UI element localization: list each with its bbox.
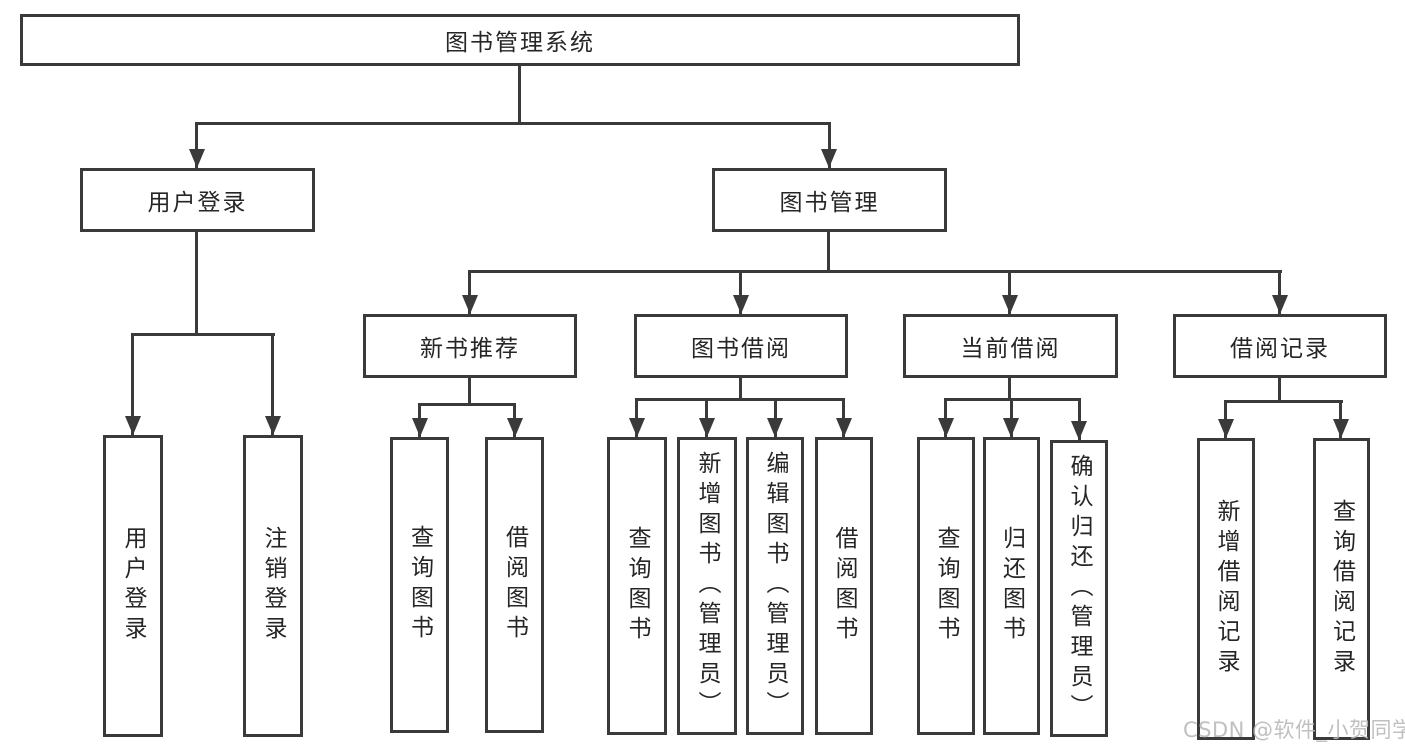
leaf-borrow-books: 借阅图书 bbox=[815, 437, 873, 735]
leaf-edit-books-admin: 编辑图书（管理员） bbox=[746, 437, 804, 735]
connector-line bbox=[131, 333, 275, 336]
arrow-down-icon bbox=[507, 418, 523, 437]
arrow-down-icon bbox=[767, 418, 783, 437]
connector-line bbox=[635, 398, 638, 437]
arrow-down-icon bbox=[1333, 419, 1349, 438]
node-label: 注销登录 bbox=[260, 526, 286, 646]
node-current-borrowing: 当前借阅 bbox=[903, 314, 1118, 378]
leaf-logout: 注销登录 bbox=[243, 435, 303, 737]
leaf-query-books: 查询图书 bbox=[607, 437, 667, 735]
connector-line bbox=[828, 122, 831, 168]
arrow-down-icon bbox=[733, 295, 749, 314]
connector-line bbox=[468, 378, 471, 403]
arrow-down-icon bbox=[1071, 421, 1087, 440]
node-label: 归还图书 bbox=[998, 526, 1025, 646]
node-label: 新书推荐 bbox=[420, 336, 520, 362]
connector-line bbox=[195, 232, 198, 333]
leaf-add-borrow-record: 新增借阅记录 bbox=[1197, 438, 1255, 740]
arrow-down-icon bbox=[938, 418, 954, 437]
arrow-down-icon bbox=[462, 295, 478, 314]
node-label: 图书管理系统 bbox=[445, 30, 595, 56]
csdn-watermark: CSDN @软件_小贺同学 bbox=[1183, 718, 1405, 742]
connector-line bbox=[739, 270, 742, 314]
leaf-confirm-return-admin: 确认归还（管理员） bbox=[1050, 440, 1108, 737]
leaf-query-borrow-record: 查询借阅记录 bbox=[1313, 438, 1370, 740]
node-label: 查询借阅记录 bbox=[1328, 499, 1355, 679]
leaf-borrow-books: 借阅图书 bbox=[485, 437, 544, 733]
connector-line bbox=[944, 398, 947, 437]
connector-line bbox=[1008, 270, 1011, 314]
node-label: 查询图书 bbox=[406, 525, 433, 645]
arrow-down-icon bbox=[699, 418, 715, 437]
node-label: 确认归还（管理员） bbox=[1066, 453, 1092, 724]
node-label: 用户登录 bbox=[120, 526, 146, 646]
connector-line bbox=[195, 122, 198, 168]
connector-line bbox=[1078, 398, 1081, 440]
node-label: 图书管理 bbox=[779, 190, 880, 216]
node-label: 新增图书（管理员） bbox=[694, 451, 720, 721]
connector-line bbox=[468, 270, 1282, 273]
node-book-management: 图书管理 bbox=[712, 168, 947, 232]
node-label: 借阅图书 bbox=[831, 526, 857, 646]
arrow-down-icon bbox=[1218, 419, 1234, 438]
connector-line bbox=[271, 333, 274, 435]
connector-line bbox=[705, 398, 708, 437]
leaf-add-books-admin: 新增图书（管理员） bbox=[677, 437, 737, 735]
connector-line bbox=[827, 232, 830, 270]
connector-line bbox=[739, 378, 742, 398]
connector-line bbox=[774, 398, 777, 437]
connector-line bbox=[518, 66, 521, 122]
node-label: 查询图书 bbox=[933, 526, 959, 646]
node-borrowing-records: 借阅记录 bbox=[1173, 314, 1387, 378]
arrow-down-icon bbox=[412, 418, 428, 437]
connector-line bbox=[1224, 400, 1343, 403]
node-label: 用户登录 bbox=[147, 190, 248, 216]
node-new-book-recommendation: 新书推荐 bbox=[363, 314, 577, 378]
arrow-down-icon bbox=[629, 418, 645, 437]
arrow-down-icon bbox=[1003, 418, 1019, 437]
connector-line bbox=[842, 398, 845, 437]
node-label: 图书借阅 bbox=[691, 336, 791, 362]
arrow-down-icon bbox=[125, 416, 141, 435]
node-label: 借阅记录 bbox=[1230, 336, 1330, 362]
leaf-query-books: 查询图书 bbox=[390, 437, 449, 733]
arrow-down-icon bbox=[265, 416, 281, 435]
connector-line bbox=[1278, 270, 1281, 314]
node-user-login: 用户登录 bbox=[80, 168, 315, 232]
arrow-down-icon bbox=[1272, 295, 1288, 314]
connector-line bbox=[131, 333, 134, 435]
leaf-query-books: 查询图书 bbox=[917, 437, 975, 735]
connector-line bbox=[195, 122, 831, 125]
arrow-down-icon bbox=[1002, 295, 1018, 314]
node-label: 当前借阅 bbox=[960, 336, 1061, 362]
leaf-user-login: 用户登录 bbox=[103, 435, 163, 737]
connector-line bbox=[1008, 378, 1011, 398]
node-label: 编辑图书（管理员） bbox=[762, 451, 788, 721]
connector-line bbox=[468, 270, 471, 314]
connector-line bbox=[1278, 378, 1281, 400]
node-library-management-system: 图书管理系统 bbox=[20, 14, 1020, 66]
connector-line bbox=[635, 398, 845, 401]
connector-line bbox=[1010, 398, 1013, 437]
arrow-down-icon bbox=[836, 418, 852, 437]
node-book-borrowing: 图书借阅 bbox=[634, 314, 848, 378]
node-label: 新增借阅记录 bbox=[1213, 499, 1239, 679]
node-label: 借阅图书 bbox=[501, 525, 528, 645]
arrow-down-icon bbox=[189, 149, 205, 168]
leaf-return-books: 归还图书 bbox=[983, 437, 1040, 735]
node-label: 查询图书 bbox=[624, 526, 650, 646]
arrow-down-icon bbox=[821, 149, 837, 168]
connector-line bbox=[418, 403, 516, 406]
